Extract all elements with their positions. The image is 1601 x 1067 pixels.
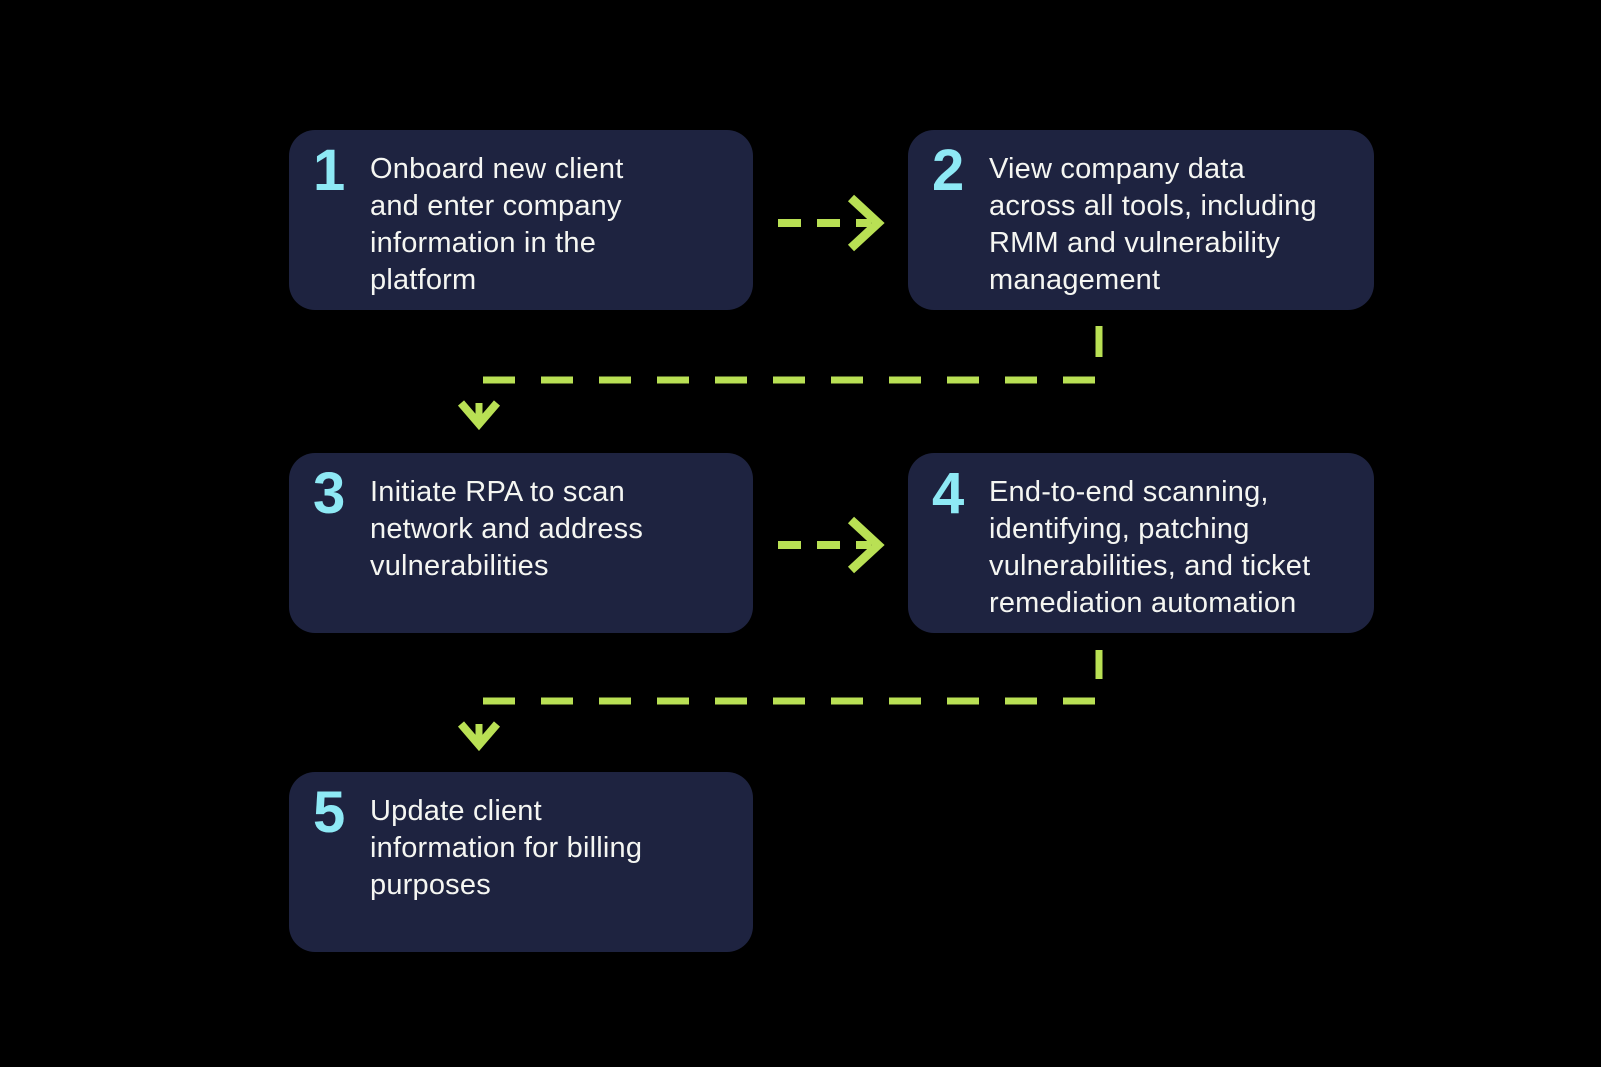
step-box-2: 2 View company data across all tools, in… <box>908 130 1374 310</box>
dashed-connector-step2-step3 <box>478 326 1103 384</box>
step-box-1: 1 Onboard new client and enter company i… <box>289 130 753 310</box>
arrow-down-icon <box>457 400 501 431</box>
step-box-3: 3 Initiate RPA to scan network and addre… <box>289 453 753 633</box>
step-number-1: 1 <box>313 138 345 203</box>
step-number-3: 3 <box>313 461 345 526</box>
step-number-5: 5 <box>313 780 345 845</box>
step-number-2: 2 <box>932 138 964 203</box>
step-text-3: Initiate RPA to scan network and address… <box>370 476 644 582</box>
step-box-5: 5 Update client information for billing … <box>289 772 753 952</box>
step-box-4: 4 End-to-end scanning, identifying, patc… <box>908 453 1374 633</box>
step-text-4: End-to-end scanning, identifying, patchi… <box>989 476 1311 619</box>
arrow-down-icon <box>457 721 501 752</box>
arrow-right-icon <box>778 516 885 574</box>
dashed-connector-step4-step5 <box>478 650 1103 705</box>
step-number-4: 4 <box>932 461 964 526</box>
step-text-2: View company data across all tools, incl… <box>989 153 1317 296</box>
step-text-5: Update client information for billing pu… <box>370 795 643 901</box>
step-text-1: Onboard new client and enter company inf… <box>370 153 624 296</box>
arrow-right-icon <box>778 194 885 252</box>
